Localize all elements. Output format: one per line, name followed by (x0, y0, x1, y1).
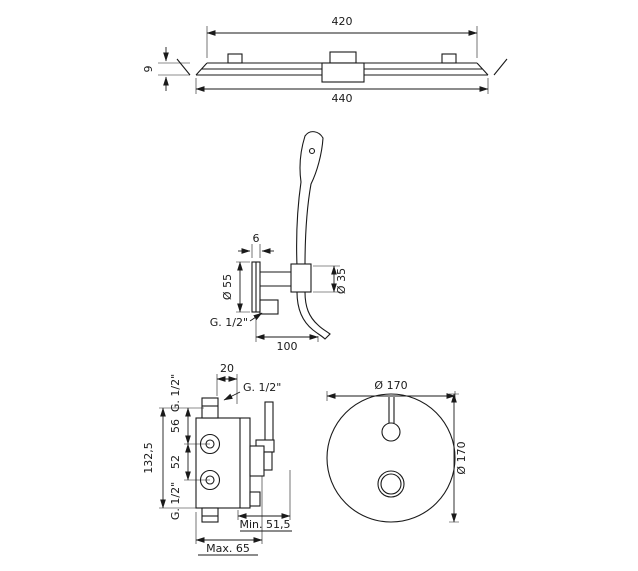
hand-shower-extension-lines (236, 244, 340, 342)
hand-shower-pivot-detail (308, 147, 316, 155)
valve-thread-left-bottom-label: G. 1/2" (169, 482, 182, 520)
water-inlet-connector-top (329, 51, 357, 64)
water-outlet-elbow (259, 299, 279, 315)
thread-leader-line (249, 312, 263, 322)
dim-440-label: 440 (332, 92, 353, 105)
hand-shower-drawing: 6 Ø 55 Ø 35 G. 1/2" 100 (210, 131, 348, 353)
mixer-valve-drawing: 20 G. 1/2" G. 1/2" 56 52 132,5 G. 1/2" M… (142, 362, 292, 556)
trim-plate-drawing: Ø 170 Ø 170 (326, 379, 468, 523)
valve-cartridge-spindle (263, 451, 273, 471)
ceiling-bracket-right (441, 53, 457, 64)
dim-420-label: 420 (332, 15, 353, 28)
dim-20-label: 20 (220, 362, 234, 375)
hand-shower-body (296, 131, 324, 267)
overhead-shower-drawing: 420 9 440 (142, 15, 508, 105)
trim-plate-extension-ticks (326, 391, 459, 523)
temperature-control-knob (381, 422, 401, 442)
dim-100-label: 100 (277, 340, 298, 353)
overhead-extension-lines (158, 26, 489, 94)
hand-shower-hose (296, 291, 331, 340)
dim-35-label: Ø 35 (335, 268, 348, 294)
dim-9-label: 9 (142, 66, 155, 73)
dim-170-vertical-label: Ø 170 (455, 441, 468, 474)
reference-dim-underlines (198, 530, 292, 556)
dim-min-51-5-label: Min. 51,5 (239, 518, 290, 531)
ceiling-bracket-left (227, 53, 243, 64)
dim-6-label: 6 (253, 232, 260, 245)
hand-shower-holder-clamp (290, 263, 312, 293)
dim-max-65-label: Max. 65 (206, 542, 250, 555)
bracket-arm (260, 271, 291, 287)
valve-lever-handle (264, 401, 274, 443)
temperature-spindle-stem (388, 397, 395, 423)
valve-thread-top-label: G. 1/2" (243, 381, 281, 394)
valve-inlet-top (201, 397, 219, 419)
valve-body (195, 417, 251, 509)
trim-plate-outline (326, 393, 456, 523)
volume-control-knob (377, 470, 405, 498)
dim-52-label: 52 (169, 455, 182, 469)
valve-thread-top-leader (223, 391, 241, 401)
water-inlet-connector-body (321, 62, 365, 83)
valve-foot-stub (249, 491, 261, 507)
valve-thread-left-top-label: G. 1/2" (169, 374, 182, 412)
valve-cartridge (249, 445, 265, 477)
dim-170-horizontal-label: Ø 170 (374, 379, 407, 392)
dim-55-label: Ø 55 (221, 274, 234, 300)
bracket-thread-label: G. 1/2" (210, 316, 248, 329)
volume-control-knob-inner (380, 473, 402, 495)
valve-inlet-bottom (201, 507, 219, 523)
dim-132-5-label: 132,5 (142, 442, 155, 474)
dim-56-label: 56 (169, 419, 182, 433)
